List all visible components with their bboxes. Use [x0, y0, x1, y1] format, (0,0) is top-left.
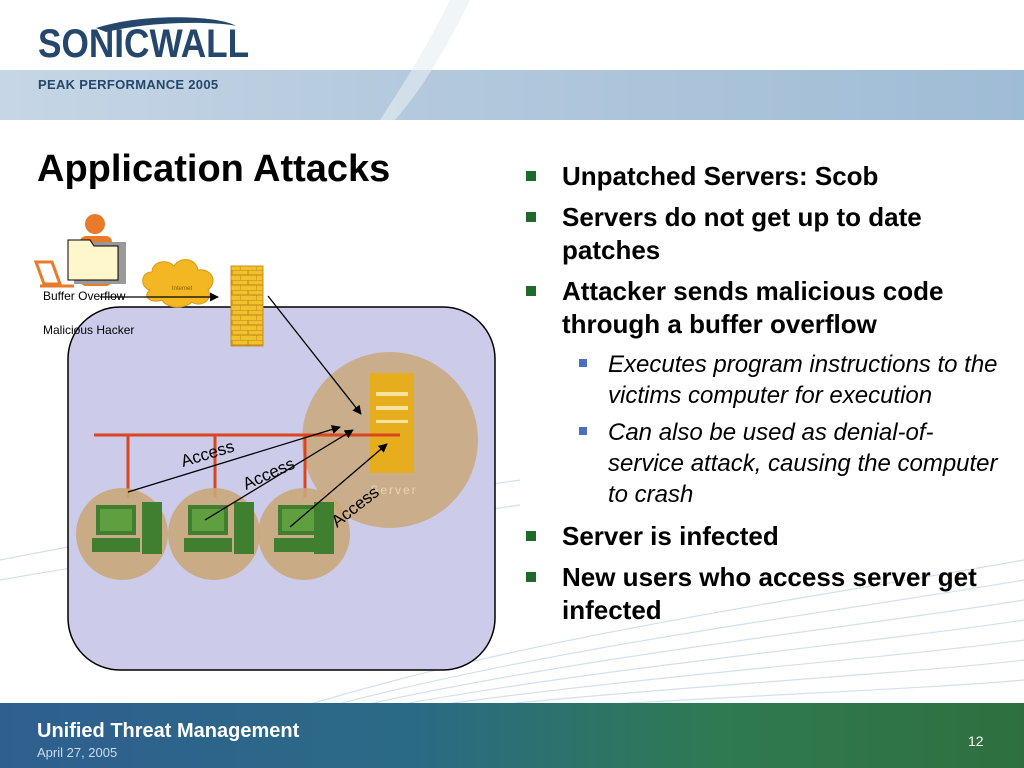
footer-title: Unified Threat Management: [37, 720, 300, 742]
bullet-text: Server is infected: [562, 521, 779, 551]
footer-date: April 27, 2005: [37, 745, 118, 760]
server-label: Server: [370, 483, 417, 497]
bullet-marker: [526, 531, 536, 541]
bullet-marker: [526, 212, 536, 222]
bullet-text: Unpatched Servers: Scob: [562, 161, 879, 191]
arrow-access-1: [127, 425, 341, 493]
sub-bullet-item: Can also be used as denial-of-service at…: [524, 417, 1004, 510]
bullet-item: New users who access server get infected: [524, 561, 1004, 627]
bullet-marker: [526, 171, 536, 181]
bullet-text: New users who access server get infected: [562, 562, 977, 625]
slide-title: Application Attacks: [37, 148, 391, 190]
buffer-overflow-label: Buffer Overflow: [43, 289, 126, 303]
firewall-icon: [230, 265, 264, 347]
bullet-text: Attacker sends malicious code through a …: [562, 276, 944, 339]
svg-text:Internet: Internet: [172, 286, 193, 292]
sonicwall-logo: SONICWALL: [38, 22, 250, 66]
bullet-marker: [526, 572, 536, 582]
client-pc-3: [258, 488, 350, 580]
hacker-icon: [33, 214, 126, 288]
internet-cloud-icon: Internet: [142, 259, 214, 308]
bullet-item: Server is infected: [524, 520, 1004, 553]
malicious-hacker-label: Malicious Hacker: [43, 323, 135, 337]
page-number: 12: [968, 733, 984, 749]
bullet-marker: [526, 286, 536, 296]
header-band: [0, 70, 1024, 120]
bullet-item: Attacker sends malicious code through a …: [524, 275, 1004, 341]
bullet-item: Unpatched Servers: Scob: [524, 160, 1004, 193]
sub-bullet-text: Can also be used as denial-of-service at…: [608, 419, 998, 508]
arrow-firewall-to-server: [267, 295, 362, 415]
sub-bullet-item: Executes program instructions to the vic…: [524, 349, 1004, 411]
slide-header: SONICWALL PEAK PERFORMANCE 2005: [0, 0, 1024, 125]
bullet-list: Unpatched Servers: Scob Servers do not g…: [524, 160, 1004, 635]
arrow-access-3: [289, 443, 388, 528]
logo-swoosh: [96, 17, 236, 32]
client-pc-2: [168, 488, 260, 580]
header-tagline: PEAK PERFORMANCE 2005: [38, 77, 219, 92]
sub-bullet-marker: [579, 359, 587, 367]
arrow-access-2: [204, 429, 354, 521]
client-pc-1: [76, 488, 168, 580]
server-icon: [370, 373, 414, 473]
slide-footer: Unified Threat Management April 27, 2005…: [0, 703, 1024, 768]
sub-bullet-text: Executes program instructions to the vic…: [608, 351, 998, 409]
bullet-item: Servers do not get up to date patches: [524, 201, 1004, 267]
sub-bullet-marker: [579, 427, 587, 435]
bullet-text: Servers do not get up to date patches: [562, 202, 922, 265]
